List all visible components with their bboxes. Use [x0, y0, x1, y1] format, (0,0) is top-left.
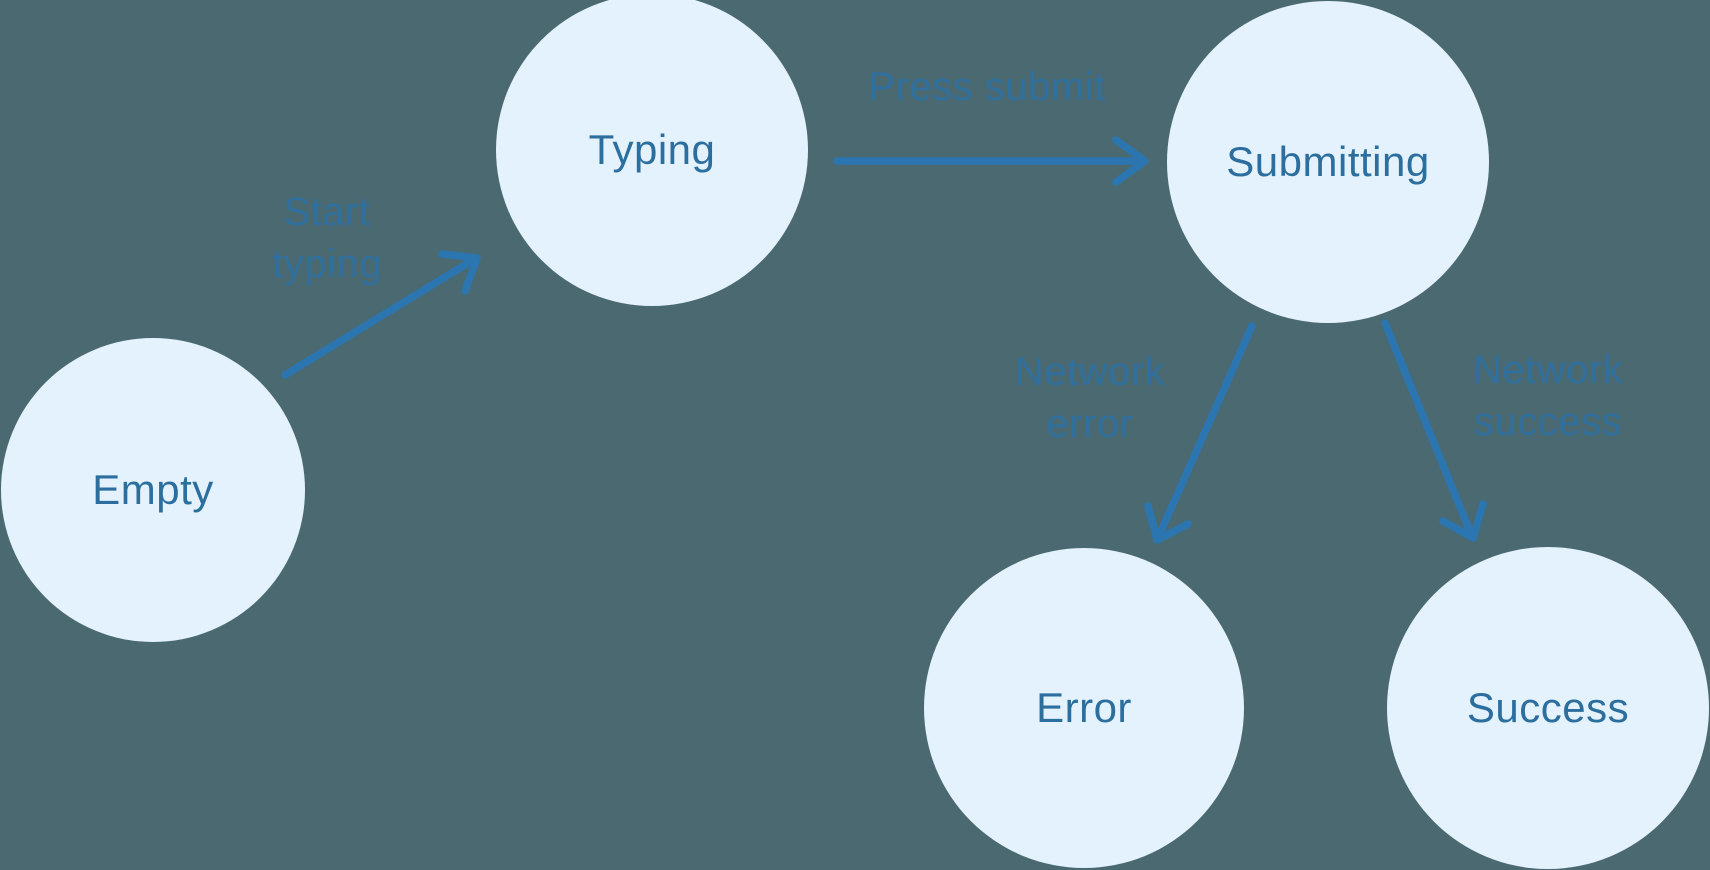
arrow-head-icon — [1112, 136, 1149, 186]
state-node-typing: Typing — [496, 0, 808, 306]
state-label-submitting: Submitting — [1226, 138, 1430, 185]
edge-label-network-success: Network success — [1398, 344, 1698, 448]
edge-label-line: Start — [283, 190, 371, 234]
state-label-typing: Typing — [588, 126, 716, 173]
state-label-empty: Empty — [92, 466, 214, 513]
edge-label-line: Network — [1014, 350, 1166, 394]
edge-arrow-typing-to-submitting — [833, 136, 1149, 186]
state-label-error: Error — [1036, 684, 1132, 731]
arrow-head-icon — [1144, 502, 1192, 544]
state-node-success: Success — [1387, 547, 1709, 869]
edge-label-press-submit: Press submit — [837, 61, 1137, 113]
state-node-submitting: Submitting — [1167, 1, 1489, 323]
edge-label-line: success — [1474, 400, 1622, 444]
edge-label-line: Network — [1472, 348, 1624, 392]
edge-label-network-error: Network error — [940, 346, 1240, 450]
state-label-success: Success — [1466, 684, 1630, 731]
edge-label-line: Press submit — [868, 65, 1106, 109]
edge-label-start-typing: Start typing — [177, 186, 477, 290]
edge-label-line: typing — [272, 242, 382, 286]
state-node-empty: Empty — [1, 338, 305, 642]
state-node-error: Error — [924, 548, 1244, 868]
edge-label-line: error — [1046, 402, 1134, 446]
arrow-head-icon — [1439, 500, 1487, 542]
